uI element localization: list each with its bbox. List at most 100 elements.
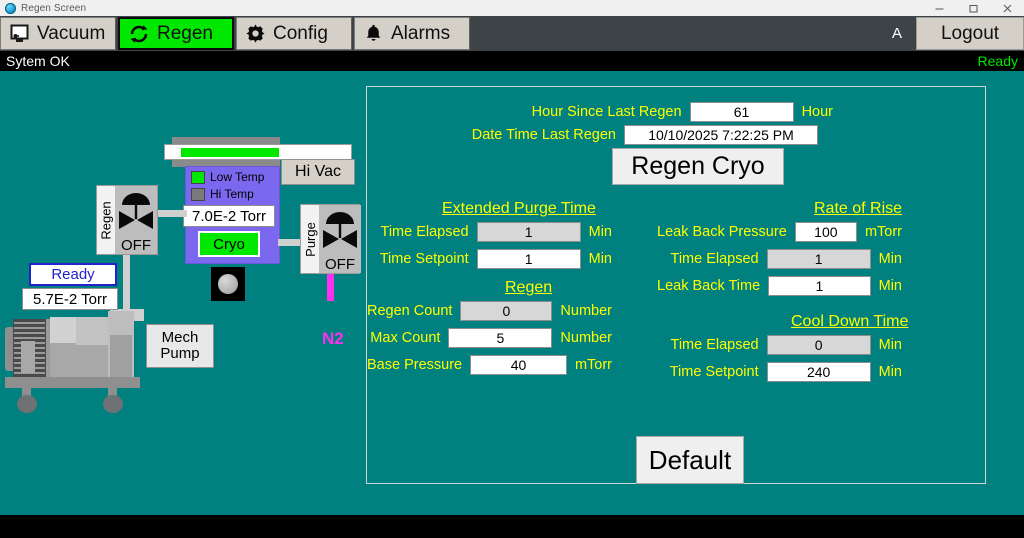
hi-vac-button[interactable]: Hi Vac	[281, 159, 355, 185]
max-count-label: Max Count	[370, 330, 441, 346]
low-temp-swatch-icon	[191, 170, 205, 184]
cryo-legend-low-temp: Low Temp	[191, 170, 279, 184]
date-time-last-regen-label: Date Time Last Regen	[471, 127, 616, 143]
status-message: Sytem OK	[6, 53, 70, 69]
window-controls	[922, 0, 1024, 16]
mech-pump-button[interactable]: Mech Pump	[146, 324, 214, 368]
leak-back-pressure-label: Leak Back Pressure	[657, 224, 787, 240]
tab-alarms-label: Alarms	[391, 22, 451, 44]
hour-since-last-regen-label: Hour Since Last Regen	[531, 104, 682, 120]
work-area: Hi Vac Low Temp Hi Temp 7.0E-2 Torr Cryo	[0, 71, 1024, 515]
purge-valve-state: OFF	[325, 256, 355, 273]
row-ror-time-elapsed: Time Elapsed 1 Min	[657, 249, 902, 269]
row-max-count: Max Count 5 Number	[367, 328, 612, 348]
row-leak-back-pressure: Leak Back Pressure 100 mTorr	[657, 222, 902, 242]
hour-since-last-regen-unit: Hour	[801, 104, 833, 120]
tab-alarms[interactable]: Alarms	[354, 17, 470, 50]
tab-regen-label: Regen	[157, 22, 213, 44]
cryo-legend-hi-temp: Hi Temp	[191, 187, 279, 201]
close-icon[interactable]	[990, 0, 1024, 16]
row-cooldown-time-elapsed: Time Elapsed 0 Min	[657, 335, 902, 355]
leak-back-time-unit: Min	[878, 278, 902, 294]
purge-valve[interactable]: Purge OFF	[300, 204, 361, 274]
pipe-cryo-to-purge	[278, 239, 306, 246]
cryo-button[interactable]: Cryo	[198, 231, 260, 257]
tab-vacuum-label: Vacuum	[37, 22, 106, 44]
logout-button[interactable]: Logout	[916, 17, 1024, 50]
cooldown-time-elapsed-label: Time Elapsed	[670, 337, 759, 353]
foreline-status-badge: Ready	[29, 263, 117, 286]
max-count-value[interactable]: 5	[448, 328, 553, 348]
ror-time-elapsed-label: Time Elapsed	[670, 251, 759, 267]
purge-time-setpoint-value[interactable]: 1	[476, 249, 581, 269]
tab-regen[interactable]: Regen	[118, 17, 234, 50]
field-date-time-last-regen: Date Time Last Regen 10/10/2025 7:22:25 …	[367, 125, 818, 145]
row-cooldown-time-setpoint: Time Setpoint 240 Min	[657, 362, 902, 382]
purge-time-setpoint-label: Time Setpoint	[379, 251, 469, 267]
default-button[interactable]: Default	[636, 436, 744, 484]
regen-count-unit: Number	[560, 303, 612, 319]
user-initial: A	[891, 25, 902, 42]
foreline-pressure-readout: 5.7E-2 Torr	[22, 288, 118, 310]
hi-temp-swatch-icon	[191, 187, 205, 201]
status-state-badge: Ready	[977, 53, 1018, 69]
hi-temp-label: Hi Temp	[210, 187, 254, 201]
tab-vacuum[interactable]: Vacuum	[0, 17, 116, 50]
cooldown-time-setpoint-label: Time Setpoint	[669, 364, 759, 380]
row-base-pressure: Base Pressure 40 mTorr	[367, 355, 612, 375]
hour-since-last-regen-value[interactable]: 61	[689, 102, 794, 122]
section-title-rate-of-rise: Rate of Rise	[814, 200, 903, 217]
regen-valve-tag: Regen	[97, 186, 115, 254]
leak-back-time-label: Leak Back Time	[657, 278, 761, 294]
date-time-last-regen-value[interactable]: 10/10/2025 7:22:25 PM	[624, 125, 818, 145]
mech-pump-line2: Pump	[160, 345, 200, 362]
pneumatic-valve-icon	[119, 193, 153, 229]
indicator-lamp-box	[211, 267, 245, 301]
cooldown-time-elapsed-value: 0	[766, 335, 871, 355]
section-title-regen: Regen	[505, 279, 553, 296]
base-pressure-value[interactable]: 40	[470, 355, 567, 375]
purge-valve-tag: Purge	[301, 205, 319, 273]
maximize-icon[interactable]	[956, 0, 990, 16]
tab-config[interactable]: Config	[236, 17, 352, 50]
regen-cryo-button[interactable]: Regen Cryo	[612, 148, 784, 185]
cryo-pressure-readout: 7.0E-2 Torr	[183, 205, 275, 227]
minimize-icon[interactable]	[922, 0, 956, 16]
row-regen-count: Regen Count 0 Number	[367, 301, 612, 321]
base-pressure-label: Base Pressure	[367, 357, 463, 373]
row-purge-time-setpoint: Time Setpoint 1 Min	[367, 249, 612, 269]
regen-valve-state: OFF	[121, 237, 151, 254]
cooldown-time-setpoint-value[interactable]: 240	[766, 362, 871, 382]
tab-config-label: Config	[273, 22, 328, 44]
status-bar: Sytem OK Ready	[0, 51, 1024, 71]
section-title-extended-purge-time: Extended Purge Time	[442, 200, 596, 217]
window-titlebar: Regen Screen	[0, 0, 1024, 17]
pipe-regen-to-cryo	[149, 210, 187, 217]
regen-count-label: Regen Count	[367, 303, 453, 319]
pipe-regen-to-pump	[123, 251, 130, 313]
field-hour-since-last-regen: Hour Since Last Regen 61 Hour	[367, 102, 833, 122]
main-navigation-bar: Vacuum Regen Config	[0, 16, 1024, 51]
regen-valve[interactable]: Regen OFF	[96, 185, 158, 255]
leak-back-pressure-value[interactable]: 100	[794, 222, 857, 242]
pipe-n2-supply	[327, 265, 334, 301]
n2-gas-label: N2	[322, 329, 344, 348]
gear-icon	[245, 23, 266, 44]
regen-valve-body: OFF	[115, 186, 157, 254]
regen-count-value: 0	[460, 301, 553, 321]
purge-time-elapsed-label: Time Elapsed	[380, 224, 469, 240]
purge-time-setpoint-unit: Min	[588, 251, 612, 267]
cooldown-time-elapsed-unit: Min	[878, 337, 902, 353]
pneumatic-valve-icon	[323, 212, 357, 248]
mech-pump-line1: Mech	[161, 329, 199, 347]
leak-back-time-value[interactable]: 1	[768, 276, 871, 296]
gate-valve-open-indicator	[181, 148, 279, 157]
window-title: Regen Screen	[21, 2, 87, 14]
ror-time-elapsed-value: 1	[766, 249, 871, 269]
row-leak-back-time: Leak Back Time 1 Min	[657, 276, 902, 296]
regen-parameter-panel: Hour Since Last Regen 61 Hour Date Time …	[366, 86, 986, 484]
app-globe-icon	[5, 2, 16, 14]
purge-time-elapsed-value: 1	[476, 222, 581, 242]
refresh-cycle-icon	[128, 23, 150, 45]
